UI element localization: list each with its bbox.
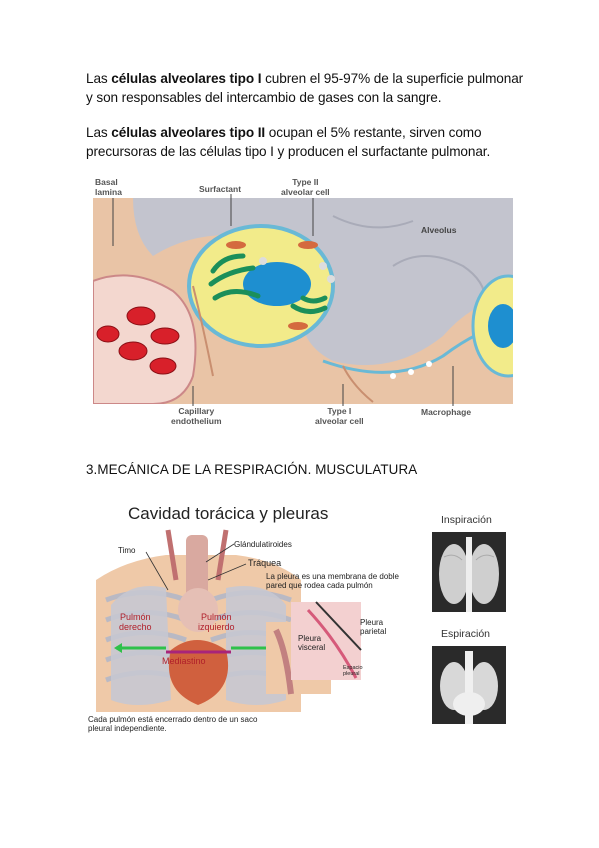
- label-traquea: Tráquea: [248, 558, 282, 568]
- section-heading: 3.MECÁNICA DE LA RESPIRACIÓN. MUSCULATUR…: [86, 462, 418, 477]
- paragraph2-bold: células alveolares tipo II: [111, 125, 266, 140]
- paragraph2-post: ocupan el 5% restante, sirven como precu…: [86, 125, 491, 159]
- thorax-title: Cavidad torácica y pleuras: [128, 504, 329, 523]
- label-pleura-visceral: Pleura visceral: [298, 634, 326, 652]
- paragraph-type2-cells: Las células alveolares tipo II ocupan el…: [86, 124, 546, 161]
- label-type1-cell: Type I alveolar cell: [315, 406, 364, 426]
- label-alveolus: Alveolus: [421, 225, 457, 235]
- label-capillary-endothelium: Capillary endothelium: [171, 406, 222, 426]
- label-glandula: Glándulatiroides: [234, 540, 292, 549]
- thoracic-cavity-illustration: Cavidad torácica y pleuras: [86, 500, 416, 742]
- label-basal-lamina: Basal lamina: [95, 177, 122, 197]
- label-pulmon-izquierdo: Pulmón izquierdo: [198, 612, 235, 632]
- label-macrophage: Macrophage: [421, 407, 472, 417]
- paragraph1-bold: células alveolares tipo I: [111, 71, 262, 86]
- paragraph1-post: cubren el 95-97% de la superficie pulmon…: [86, 71, 524, 105]
- xray-inspiracion-title: Inspiración: [441, 514, 492, 526]
- label-pleura-parietal: Pleura parietal: [360, 618, 387, 636]
- label-surfactant: Surfactant: [199, 184, 242, 194]
- thorax-caption: Cada pulmón está encerrado dentro de un …: [88, 715, 258, 733]
- alveolus-drawing: [93, 176, 513, 430]
- label-espacio-pleural: Espacio pleural: [343, 665, 363, 677]
- paragraph1-pre: Las: [86, 71, 112, 86]
- paragraph-type1-cells: Las células alveolares tipo I cubren el …: [86, 70, 526, 107]
- label-pleura-note: La pleura es una membrana de doble pared…: [266, 572, 399, 590]
- alveolus-illustration: Basal lamina Surfactant Type II alveolar…: [93, 176, 513, 430]
- label-pulmon-derecho: Pulmón derecho: [119, 612, 152, 632]
- xray-inspiracion-image: [432, 532, 506, 612]
- xray-espiracion-image: [432, 646, 506, 724]
- label-timo: Timo: [118, 546, 136, 555]
- thorax-drawing: [96, 529, 362, 712]
- xray-espiracion-title: Espiración: [441, 628, 491, 640]
- label-type2-cell: Type II alveolar cell: [281, 177, 330, 197]
- label-mediastino: Mediastino: [162, 656, 206, 666]
- paragraph2-pre: Las: [86, 125, 112, 140]
